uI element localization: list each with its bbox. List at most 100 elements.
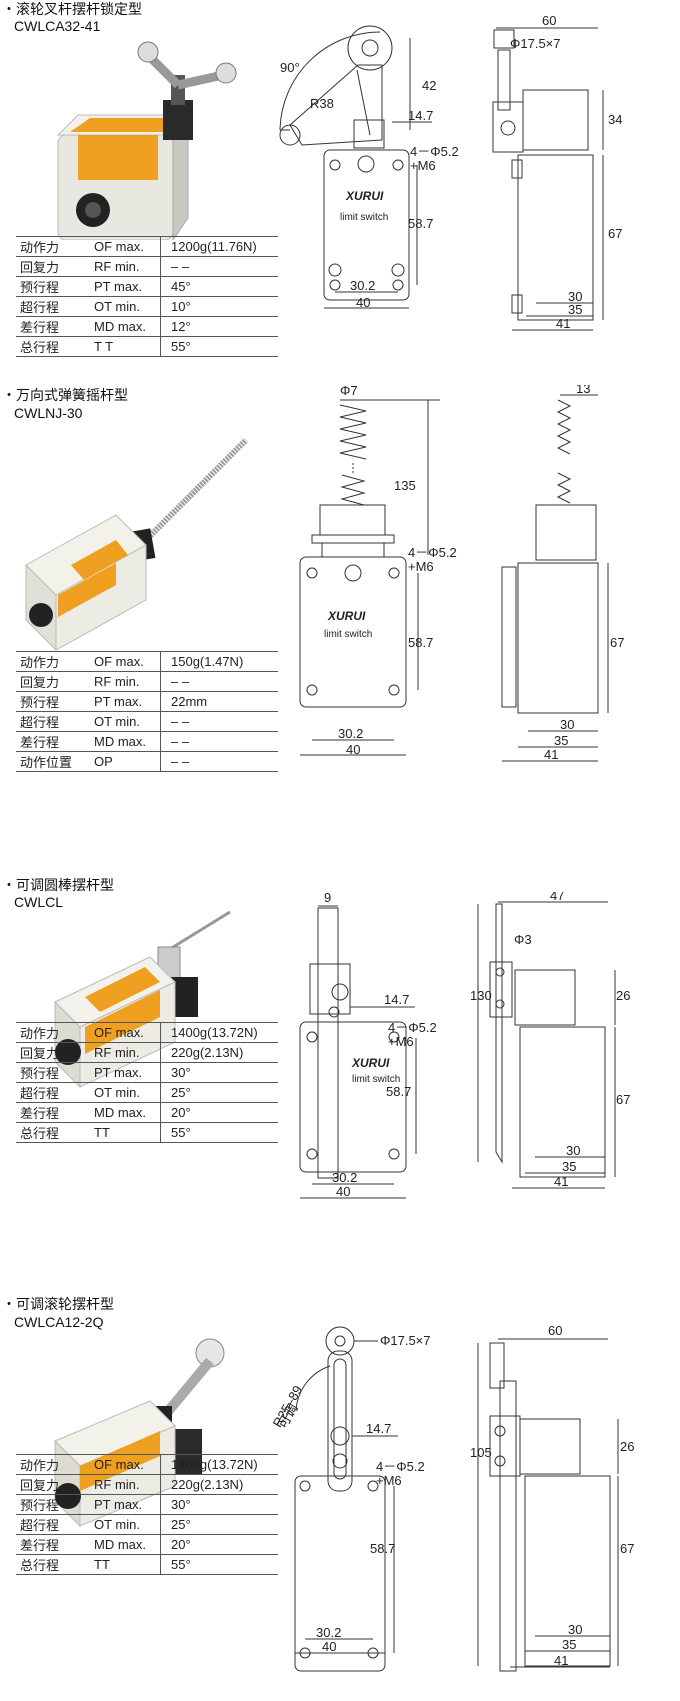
dim-thread: +M6: [376, 1473, 402, 1488]
product-photo: [56, 41, 237, 240]
dim-h-bolt: 14.7: [408, 108, 433, 123]
dim-d3: 41: [554, 1653, 568, 1668]
dim-holes: 4－Φ5.2: [376, 1459, 425, 1474]
dim-holes: 4－Φ5.2: [408, 545, 457, 560]
dim-h-body: 67: [608, 226, 622, 241]
dim-roller: Φ17.5×7: [380, 1333, 431, 1348]
label-sub: limit switch: [352, 1074, 400, 1085]
dim-width-top: 13: [576, 385, 590, 396]
dim-w-body: 40: [346, 742, 360, 757]
dim-spring-dia: Φ7: [340, 385, 358, 398]
dim-thread: +M6: [410, 158, 436, 173]
dim-w-body: 40: [336, 1184, 350, 1199]
dim-holes: 4－Φ5.2: [410, 144, 459, 159]
dim-d2: 35: [568, 302, 582, 317]
dim-roller: Φ17.5×7: [510, 36, 561, 51]
dim-h-bolt: 14.7: [384, 992, 409, 1007]
dim-d1: 30: [568, 1622, 582, 1637]
section-title: ・可调圆棒摆杆型: [2, 877, 114, 893]
label-brand: XURUI: [327, 609, 366, 623]
model-number: CWLNJ-30: [14, 405, 83, 421]
dim-d1: 30: [566, 1143, 580, 1158]
product-photo: [25, 437, 249, 652]
dim-d3: 41: [544, 747, 558, 762]
front-view-drawing: 9 XURUI limit switch 14.7 4－Φ5.2 +M6 58.…: [299, 892, 437, 1199]
dim-width-top: 47: [550, 892, 564, 903]
dim-h-top: 34: [608, 112, 622, 127]
dim-holes: 4－Φ5.2: [388, 1020, 437, 1035]
side-view-drawing: 60 Φ17.5×7 34 67 30 35 41: [492, 13, 622, 331]
dim-rod-dia: Φ3: [514, 932, 532, 947]
dim-h-body: 58.7: [408, 216, 433, 231]
dim-h-total: 105: [470, 1445, 492, 1460]
dim-h-body: 67: [610, 635, 624, 650]
label-brand: XURUI: [351, 1056, 390, 1070]
dim-radius: R38: [310, 96, 334, 111]
dim-h-top: 26: [620, 1439, 634, 1454]
section-title: ・万向式弹簧摇杆型: [2, 387, 128, 403]
dim-h-top: 26: [616, 988, 630, 1003]
dim-h-top: 42: [422, 78, 436, 93]
side-view-drawing: 60 105 26 67 30 35 41: [470, 1323, 634, 1672]
dim-d1: 30: [560, 717, 574, 732]
dim-w-body: 40: [322, 1639, 336, 1654]
dim-d2: 35: [562, 1637, 576, 1652]
dim-h-body: 58.7: [408, 635, 433, 650]
model-number: CWLCA32-41: [14, 18, 101, 34]
dim-h-body: 58.7: [386, 1084, 411, 1099]
dim-d2: 35: [562, 1159, 576, 1174]
dim-width-top: 60: [542, 13, 556, 28]
front-view-drawing: 90° R38 XURUI limit switch 42 14.7 4－Φ5.…: [279, 25, 459, 310]
dim-d3: 41: [556, 316, 570, 331]
dim-d1: 30: [568, 289, 582, 304]
dim-h-bolt: 14.7: [366, 1421, 391, 1436]
side-view-drawing: 13 67 30 35 41: [501, 385, 624, 762]
label-brand: XURUI: [345, 189, 384, 203]
label-sub: limit switch: [340, 212, 388, 223]
dim-h-body: 67: [620, 1541, 634, 1556]
dim-w-holes: 30.2: [316, 1625, 341, 1640]
dim-d2: 35: [554, 733, 568, 748]
dim-h-rod: 135: [394, 478, 416, 493]
model-number: CWLCL: [14, 894, 64, 910]
label-sub: limit switch: [324, 629, 372, 640]
dim-angle: 90°: [280, 60, 300, 75]
dim-w-holes: 30.2: [332, 1170, 357, 1185]
dim-w-holes: 30.2: [338, 726, 363, 741]
section-title: ・滚轮叉杆摆杆锁定型: [2, 1, 142, 17]
dim-w-holes: 30.2: [350, 278, 375, 293]
dim-width-top: 60: [548, 1323, 562, 1338]
dim-thread: +M6: [408, 559, 434, 574]
model-number: CWLCA12-2Q: [14, 1314, 104, 1330]
side-view-drawing: 47 Φ3 130 26 67 30 35 41: [470, 892, 630, 1189]
